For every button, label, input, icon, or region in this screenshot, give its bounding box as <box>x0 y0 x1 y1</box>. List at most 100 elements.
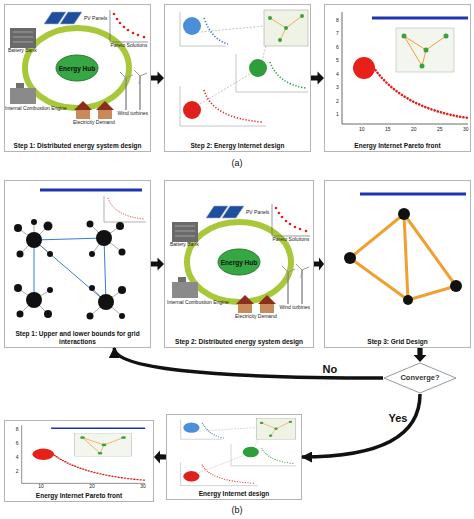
hub-clusters <box>14 219 126 320</box>
axis-tick: 7 <box>336 31 339 36</box>
panel-caption: Step 2: Distributed energy system design <box>167 338 311 346</box>
bound-line <box>360 193 466 196</box>
axis-tick: 1 <box>336 112 339 117</box>
cluster-node <box>47 287 53 293</box>
cluster-node <box>116 222 124 230</box>
axis-tick: 15 <box>385 127 391 132</box>
block-arrow <box>311 72 324 85</box>
block-arrow <box>314 258 324 271</box>
axis-tick: 8 <box>336 18 339 23</box>
cluster-node <box>26 232 42 248</box>
component-label: Internal Combustion Engine <box>167 300 229 305</box>
component-label: PV Panels <box>84 16 107 21</box>
cluster-node <box>17 251 24 258</box>
block-arrow <box>151 72 164 85</box>
flow-panel: Step 2: Distributed energy system design… <box>164 180 314 348</box>
panel-caption: Energy Internet Pareto front <box>327 142 468 150</box>
cluster-node <box>89 285 95 291</box>
axis-tick: 10 <box>38 484 44 489</box>
node-text: Energy Hub <box>59 65 95 72</box>
axis-tick: 20 <box>89 484 95 489</box>
grid-lines <box>350 214 456 300</box>
cluster-node <box>26 292 42 308</box>
axis-tick: 3 <box>336 85 339 90</box>
axis-tick: 30 <box>463 127 469 132</box>
component-label: Wind turbines <box>280 305 311 310</box>
block-arrow <box>154 450 166 463</box>
pareto-front-art <box>22 425 145 483</box>
axis-tick: 25 <box>437 127 443 132</box>
hub-shape <box>56 55 98 81</box>
axis-tick: 2 <box>16 469 19 474</box>
cluster-node <box>47 251 53 257</box>
panel-caption: Energy Internet design <box>169 490 299 498</box>
block-arrow <box>414 348 427 362</box>
axis-tick: 4 <box>336 72 339 77</box>
flow-panel: Step 1: Distributed energy system design… <box>4 4 151 152</box>
grid-hub <box>403 295 413 305</box>
inset-curve <box>108 198 144 219</box>
bound-line <box>40 189 142 192</box>
hub-shape <box>218 249 260 275</box>
panel-caption: Step 1: Upper and lower bounds for grid … <box>7 330 148 345</box>
node-text: Energy Hub <box>221 259 257 266</box>
panel-caption: Step 3: Grid Design <box>327 338 468 346</box>
cluster-node <box>119 313 125 319</box>
cluster-node <box>87 221 94 228</box>
cluster-links <box>18 222 122 316</box>
edge-label: No <box>323 363 338 375</box>
cluster-node <box>44 222 53 231</box>
panel-caption: Energy Internet Pareto front <box>7 492 151 500</box>
component-label: Electricity Demand <box>235 314 277 319</box>
cluster-node <box>119 249 126 256</box>
component-label: Electricity Demand <box>73 120 115 125</box>
cluster-node <box>89 251 95 257</box>
component-label: Wind turbines <box>118 111 149 116</box>
inset-axes <box>104 196 146 222</box>
diamond-shape <box>384 363 456 393</box>
energy-hub-art <box>172 204 310 313</box>
subfigure-label: (a) <box>232 158 243 168</box>
cluster-node <box>31 219 37 225</box>
grid-interactions <box>34 238 106 302</box>
component-label: Pareto Solutions <box>111 43 148 48</box>
axis-tick: 10 <box>359 127 365 132</box>
cluster-node <box>98 294 114 310</box>
edge-label: Yes <box>389 412 408 424</box>
axis-tick: 5 <box>336 58 339 63</box>
axis-tick: 6 <box>336 45 339 50</box>
axis-tick: 6 <box>16 441 19 446</box>
flow-panel: Energy Internet Pareto front <box>4 420 154 502</box>
grid-design-art <box>344 194 466 305</box>
grid-hubs <box>344 208 462 305</box>
node-text: Converge? <box>400 374 439 382</box>
grid-bounds-art <box>14 190 146 320</box>
component-label: Pareto Solutions <box>273 237 310 242</box>
axis-tick: 20 <box>411 127 417 132</box>
flow-panel: Step 1: Upper and lower bounds for grid … <box>4 180 151 348</box>
cluster-node <box>14 224 22 232</box>
block-arrow <box>151 258 164 271</box>
grid-hub <box>344 252 356 264</box>
cluster-node <box>87 313 94 320</box>
energy-hub-art <box>10 10 148 119</box>
axis-tick: 4 <box>16 455 19 460</box>
panel-caption: Step 2: Energy Internet design <box>167 142 308 150</box>
flow-panel: Step 3: Grid Design <box>324 180 471 348</box>
panel-caption: Step 1: Distributed energy system design <box>7 142 148 150</box>
decision-diamond: Converge? <box>383 362 457 394</box>
cluster-node <box>17 311 24 318</box>
grid-hub <box>398 208 410 220</box>
component-label: Internal Combustion Engine <box>5 106 67 111</box>
pareto-front-art <box>342 12 468 124</box>
flow-arrow <box>114 348 383 378</box>
energy-internet-art <box>180 10 308 126</box>
axis-tick: 8 <box>16 427 19 432</box>
grid-hub <box>450 280 462 292</box>
cluster-node <box>96 230 112 246</box>
cluster-node <box>118 286 126 294</box>
cluster-node <box>14 284 22 292</box>
component-label: Battery Bank <box>8 48 37 53</box>
energy-internet-art <box>181 418 296 485</box>
hub-ellipse: Energy Hub <box>55 54 99 82</box>
